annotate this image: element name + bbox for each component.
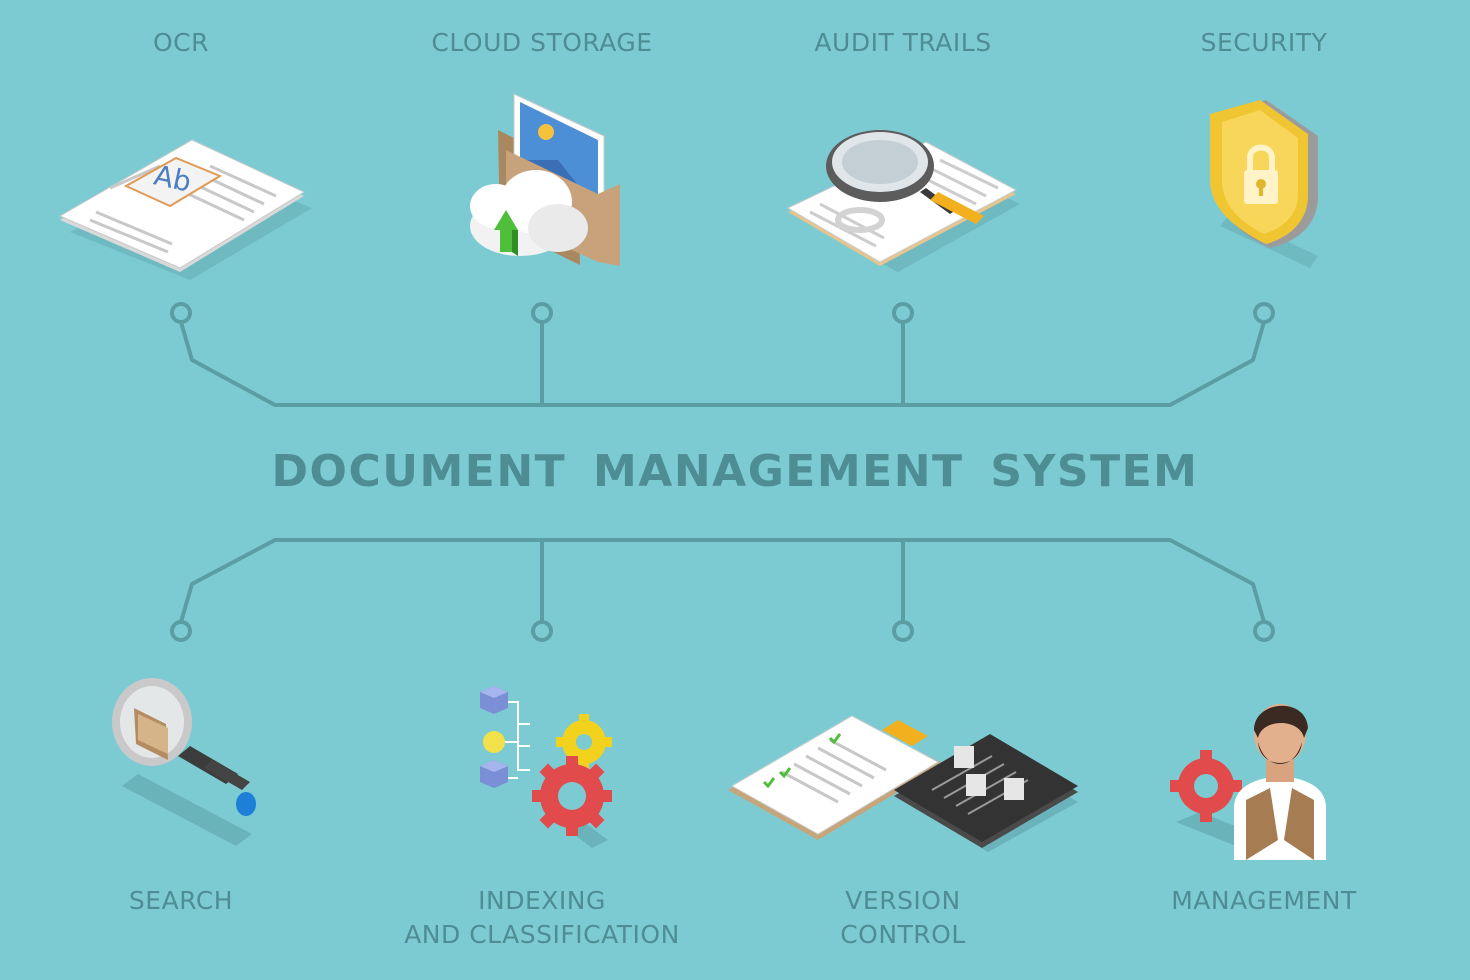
feature-label-indexing: INDEXING AND CLASSIFICATION bbox=[392, 884, 692, 952]
manager-gear-icon bbox=[1170, 704, 1326, 860]
feature-label-ocr: OCR bbox=[152, 28, 209, 57]
feature-label-indexing-line1: INDEXING bbox=[478, 886, 606, 915]
connector-node-ocr bbox=[170, 302, 192, 324]
feature-label-audit-trails: AUDIT TRAILS bbox=[814, 28, 992, 57]
connector-node-indexing bbox=[531, 620, 553, 642]
feature-label-management-line1: MANAGEMENT bbox=[1171, 886, 1357, 915]
ocr-sample-text: Ab bbox=[151, 159, 194, 199]
feature-label-search-line1: SEARCH bbox=[128, 886, 234, 915]
connector-node-management bbox=[1253, 620, 1275, 642]
cloud-upload-folder-icon bbox=[470, 93, 620, 266]
shield-lock-icon bbox=[1210, 100, 1318, 268]
connector-node-audit-trails bbox=[892, 302, 914, 324]
feature-label-version-line1: VERSION bbox=[845, 886, 961, 915]
search-folder-icon bbox=[112, 678, 256, 846]
feature-label-security: SECURITY bbox=[1200, 28, 1328, 57]
magnifier-document-icon bbox=[786, 130, 1020, 272]
checklist-sliders-icon bbox=[728, 715, 1078, 852]
feature-label-version-control: VERSION CONTROL bbox=[753, 884, 1053, 952]
hierarchy-gears-icon bbox=[480, 686, 612, 848]
feature-label-cloud-storage: CLOUD STORAGE bbox=[431, 28, 653, 57]
connector-node-cloud-storage bbox=[531, 302, 553, 324]
feature-label-version-line2: CONTROL bbox=[840, 920, 966, 949]
feature-label-management: MANAGEMENT bbox=[1114, 884, 1414, 918]
diagram-title: DOCUMENT MANAGEMENT SYSTEM bbox=[271, 446, 1199, 497]
connector-node-search bbox=[170, 620, 192, 642]
connector-node-version-control bbox=[892, 620, 914, 642]
connector-node-security bbox=[1253, 302, 1275, 324]
feature-label-indexing-line2: AND CLASSIFICATION bbox=[404, 920, 680, 949]
feature-label-search: SEARCH bbox=[31, 884, 331, 918]
ocr-document-icon: Ab bbox=[58, 139, 312, 280]
